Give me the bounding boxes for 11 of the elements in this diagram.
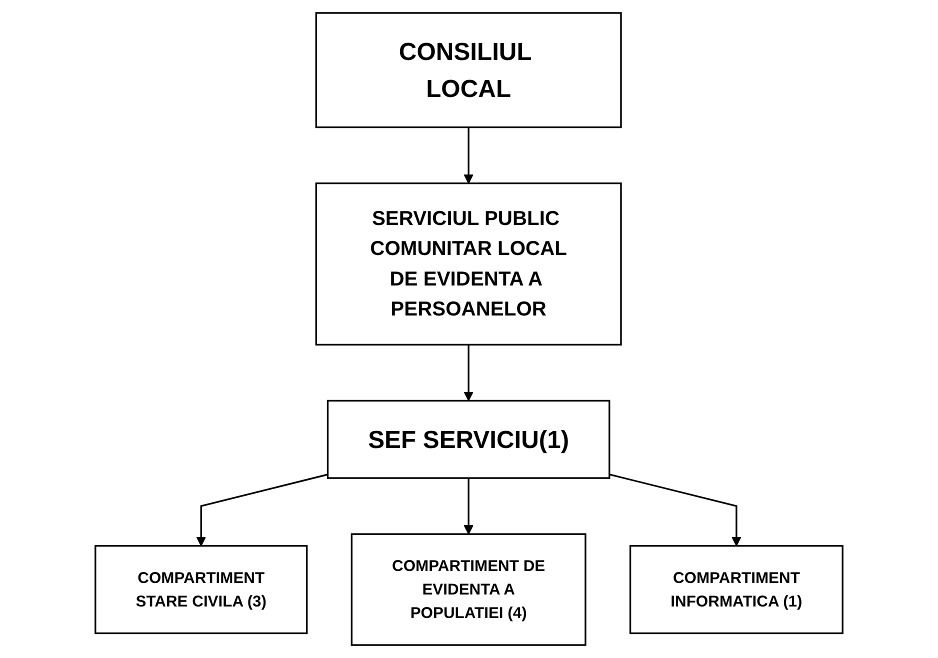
arrow	[464, 127, 474, 184]
arrow	[464, 344, 474, 402]
node-box: COMPARTIMENT INFORMATICA (1)	[629, 545, 844, 634]
node-box: SEF SERVICIU(1)	[326, 400, 610, 479]
node-box: CONSILIUL LOCAL	[315, 12, 622, 128]
arrow	[609, 474, 742, 546]
node-box: COMPARTIMENT STARE CIVILA (3)	[94, 545, 308, 634]
arrow	[196, 474, 328, 546]
node-box: COMPARTIMENT DE EVIDENTA A POPULATIEI (4)	[350, 533, 586, 646]
node-box: SERVICIUL PUBLIC COMUNITAR LOCAL DE EVIDENTA A PERSOANELOR	[315, 182, 622, 346]
arrow	[464, 478, 474, 535]
